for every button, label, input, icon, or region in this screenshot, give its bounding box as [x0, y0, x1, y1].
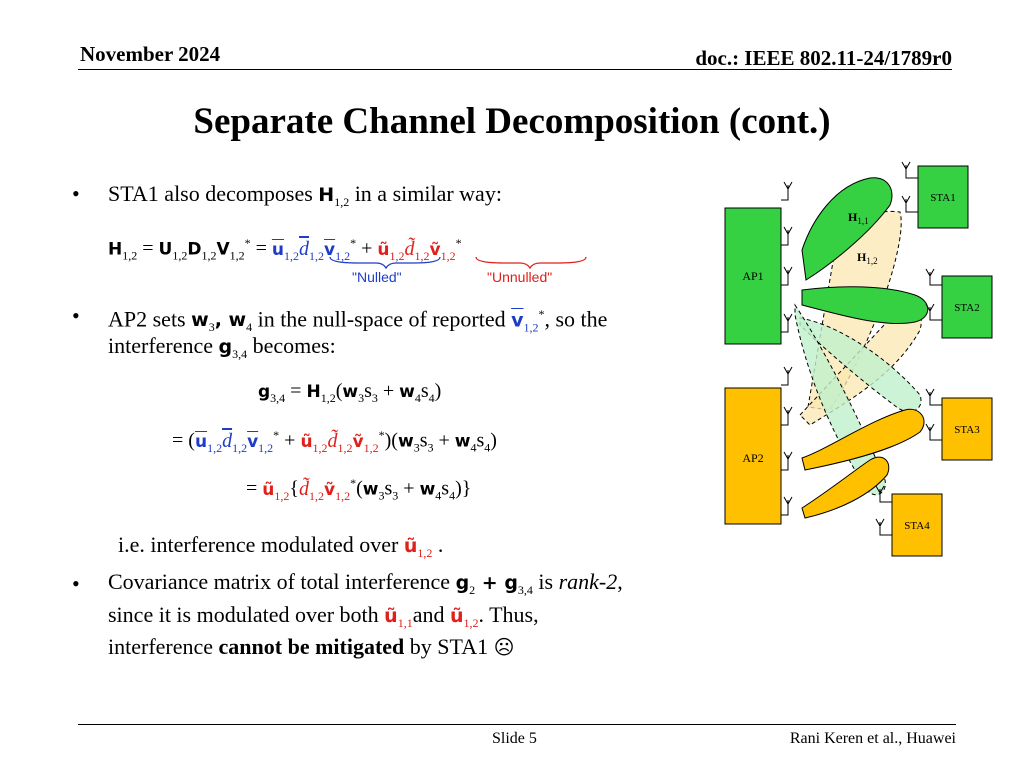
sta4-box	[891, 493, 943, 557]
h12-label: H1,2	[857, 250, 878, 266]
footer-author: Rani Keren et al., Huawei	[789, 730, 956, 747]
ap1-label: AP1	[742, 269, 763, 283]
ap2-box	[724, 387, 782, 525]
sta4-label: STA4	[904, 520, 930, 532]
bullet-2-line-2: interference g3,4 becomes:	[108, 333, 336, 361]
bullet-marker: •	[72, 571, 80, 596]
ie-line: i.e. interference modulated over ũ1,2 .	[118, 532, 444, 560]
bullet-3-line-2: since it is modulated over both ũ1,1and …	[108, 602, 539, 630]
antenna-icon	[781, 161, 942, 536]
equation-h12-decomposition: H1,2 = U1,2D1,2V1,2* = u1,2d1,2v1,2* + ũ…	[108, 236, 462, 263]
bullet-1-text: STA1 also decomposes H1,2 in a similar w…	[108, 181, 502, 209]
equation-g34-line-2: = (u1,2d1,2v1,2* + ũ1,2d̃1,2ṽ1,2*)(w3s3 …	[172, 428, 497, 455]
sta2-label: STA2	[954, 302, 979, 314]
bullet-3-line-3: interference cannot be mitigated by STA1…	[108, 634, 515, 659]
bullet-3-line-1: Covariance matrix of total interference …	[108, 569, 623, 597]
header-date: November 2024	[80, 42, 221, 66]
network-diagram: AP1 AP2 STA1 STA2 STA3 STA4 H1,1 H1,2	[724, 161, 993, 557]
beam-ap2-sta3	[801, 408, 925, 471]
sta2-box	[941, 275, 993, 339]
beam-ap1-sta1	[801, 177, 893, 281]
nulled-label: "Nulled"	[352, 269, 402, 285]
bullet-marker: •	[72, 303, 80, 328]
equation-g34-line-3: = ũ1,2{d̃1,2ṽ1,2*(w3s3 + w4s4)}	[246, 476, 472, 503]
equation-braces	[329, 256, 587, 269]
beam-ap2-sta4	[801, 456, 890, 519]
header-doc-id: doc.: IEEE 802.11-24/1789r0	[695, 46, 952, 70]
bullet-marker: •	[72, 181, 80, 206]
sta1-box	[917, 165, 969, 229]
header-rule	[78, 69, 952, 70]
sad-face-icon: ☹	[493, 635, 515, 659]
ap1-box	[724, 207, 782, 345]
unnulled-label: "Unnulled"	[487, 269, 553, 285]
sta3-box	[941, 397, 993, 461]
equation-g34-line-1: g3,4 = H1,2(w3s3 + w4s4)	[258, 380, 442, 405]
beam-ap1-sta2	[801, 286, 929, 325]
slide-title: Separate Channel Decomposition (cont.)	[193, 101, 831, 142]
ap2-label: AP2	[742, 451, 763, 465]
footer-rule	[78, 724, 956, 725]
sta3-label: STA3	[954, 424, 980, 436]
sta1-label: STA1	[930, 192, 955, 204]
footer-slide-number: Slide 5	[492, 730, 537, 747]
h11-label: H1,1	[848, 210, 869, 226]
bullet-2-line-1: AP2 sets w3, w4 in the null-space of rep…	[108, 306, 608, 335]
